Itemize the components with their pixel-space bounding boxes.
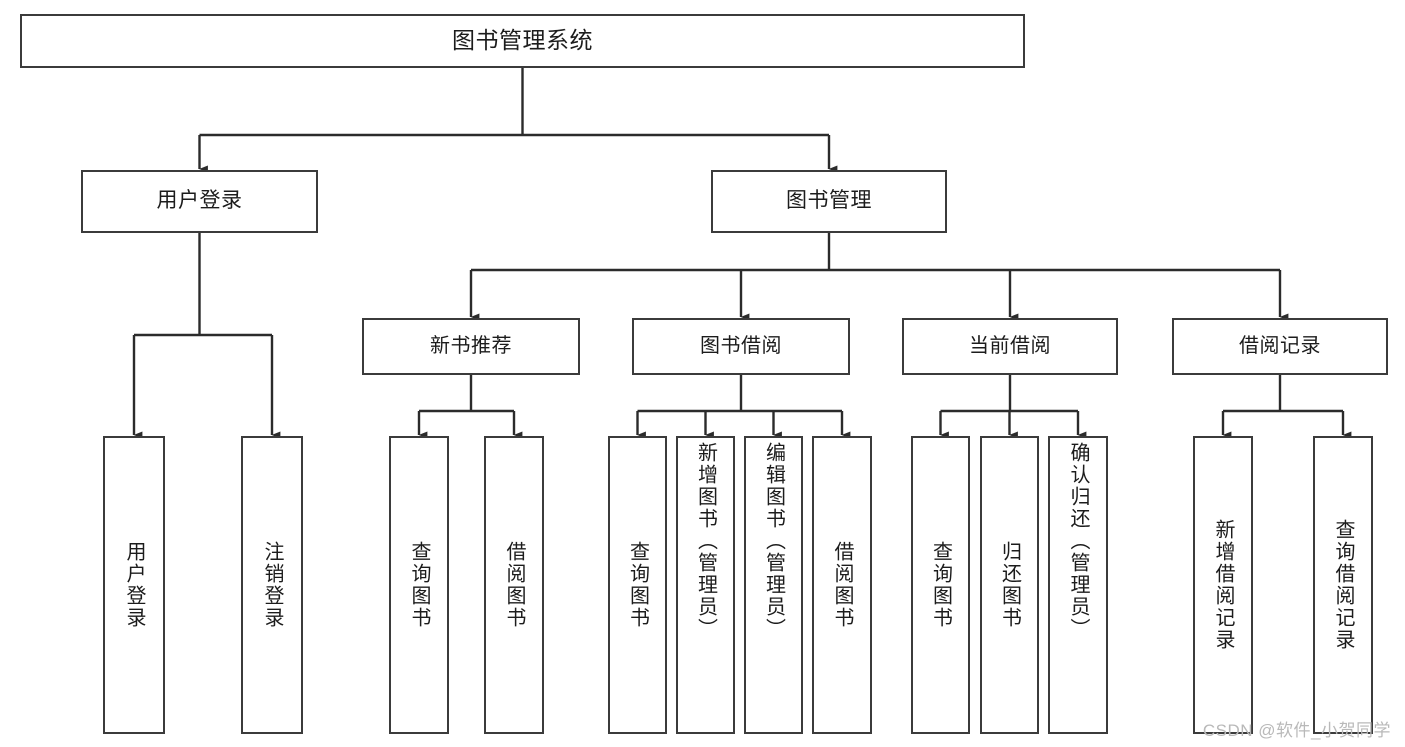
node-borrow-record[interactable]: 借阅记录 — [1172, 318, 1388, 375]
node-label-book-manage: 图书管理 — [786, 189, 872, 213]
node-user-login[interactable]: 用户登录 — [81, 170, 318, 233]
node-leaf-query-book-3[interactable]: 查询图书 — [911, 436, 970, 734]
node-label-book-borrow: 图书借阅 — [700, 334, 782, 357]
node-label-new-book-rec: 新书推荐 — [430, 334, 512, 357]
node-leaf-logout[interactable]: 注销登录 — [241, 436, 303, 734]
node-label-leaf-query-book-2: 查询图书 — [626, 541, 649, 629]
node-root[interactable]: 图书管理系统 — [20, 14, 1025, 68]
node-leaf-borrow-book-2[interactable]: 借阅图书 — [812, 436, 872, 734]
node-leaf-return-book[interactable]: 归还图书 — [980, 436, 1039, 734]
node-label-current-borrow: 当前借阅 — [969, 334, 1051, 357]
node-label-leaf-query-book-3: 查询图书 — [929, 541, 952, 629]
node-leaf-borrow-book-1[interactable]: 借阅图书 — [484, 436, 544, 734]
node-leaf-edit-book[interactable]: 编辑图书（管理员） — [744, 436, 803, 734]
node-label-leaf-confirm-return: 确认归还（管理员） — [1067, 442, 1089, 640]
node-label-user-login: 用户登录 — [156, 189, 243, 213]
node-label-borrow-record: 借阅记录 — [1239, 334, 1321, 357]
node-label-leaf-logout: 注销登录 — [261, 541, 283, 629]
node-current-borrow[interactable]: 当前借阅 — [902, 318, 1118, 375]
node-leaf-query-book-1[interactable]: 查询图书 — [389, 436, 449, 734]
node-book-borrow[interactable]: 图书借阅 — [632, 318, 850, 375]
node-leaf-query-record[interactable]: 查询借阅记录 — [1313, 436, 1373, 734]
node-label-leaf-add-record: 新增借阅记录 — [1212, 519, 1234, 651]
node-label-root: 图书管理系统 — [452, 27, 593, 54]
node-leaf-confirm-return[interactable]: 确认归还（管理员） — [1048, 436, 1108, 734]
node-leaf-query-book-2[interactable]: 查询图书 — [608, 436, 667, 734]
node-leaf-user-login[interactable]: 用户登录 — [103, 436, 165, 734]
node-leaf-add-book[interactable]: 新增图书（管理员） — [676, 436, 735, 734]
node-label-leaf-query-record: 查询借阅记录 — [1332, 519, 1354, 651]
node-label-leaf-user-login: 用户登录 — [123, 541, 145, 629]
node-label-leaf-return-book: 归还图书 — [998, 541, 1021, 629]
node-label-leaf-query-book-1: 查询图书 — [408, 541, 430, 629]
node-leaf-add-record[interactable]: 新增借阅记录 — [1193, 436, 1253, 734]
node-label-leaf-edit-book: 编辑图书（管理员） — [762, 442, 785, 640]
node-label-leaf-borrow-book-2: 借阅图书 — [831, 541, 853, 629]
node-new-book-rec[interactable]: 新书推荐 — [362, 318, 580, 375]
node-book-manage[interactable]: 图书管理 — [711, 170, 947, 233]
node-label-leaf-add-book: 新增图书（管理员） — [694, 442, 717, 640]
node-label-leaf-borrow-book-1: 借阅图书 — [503, 541, 525, 629]
